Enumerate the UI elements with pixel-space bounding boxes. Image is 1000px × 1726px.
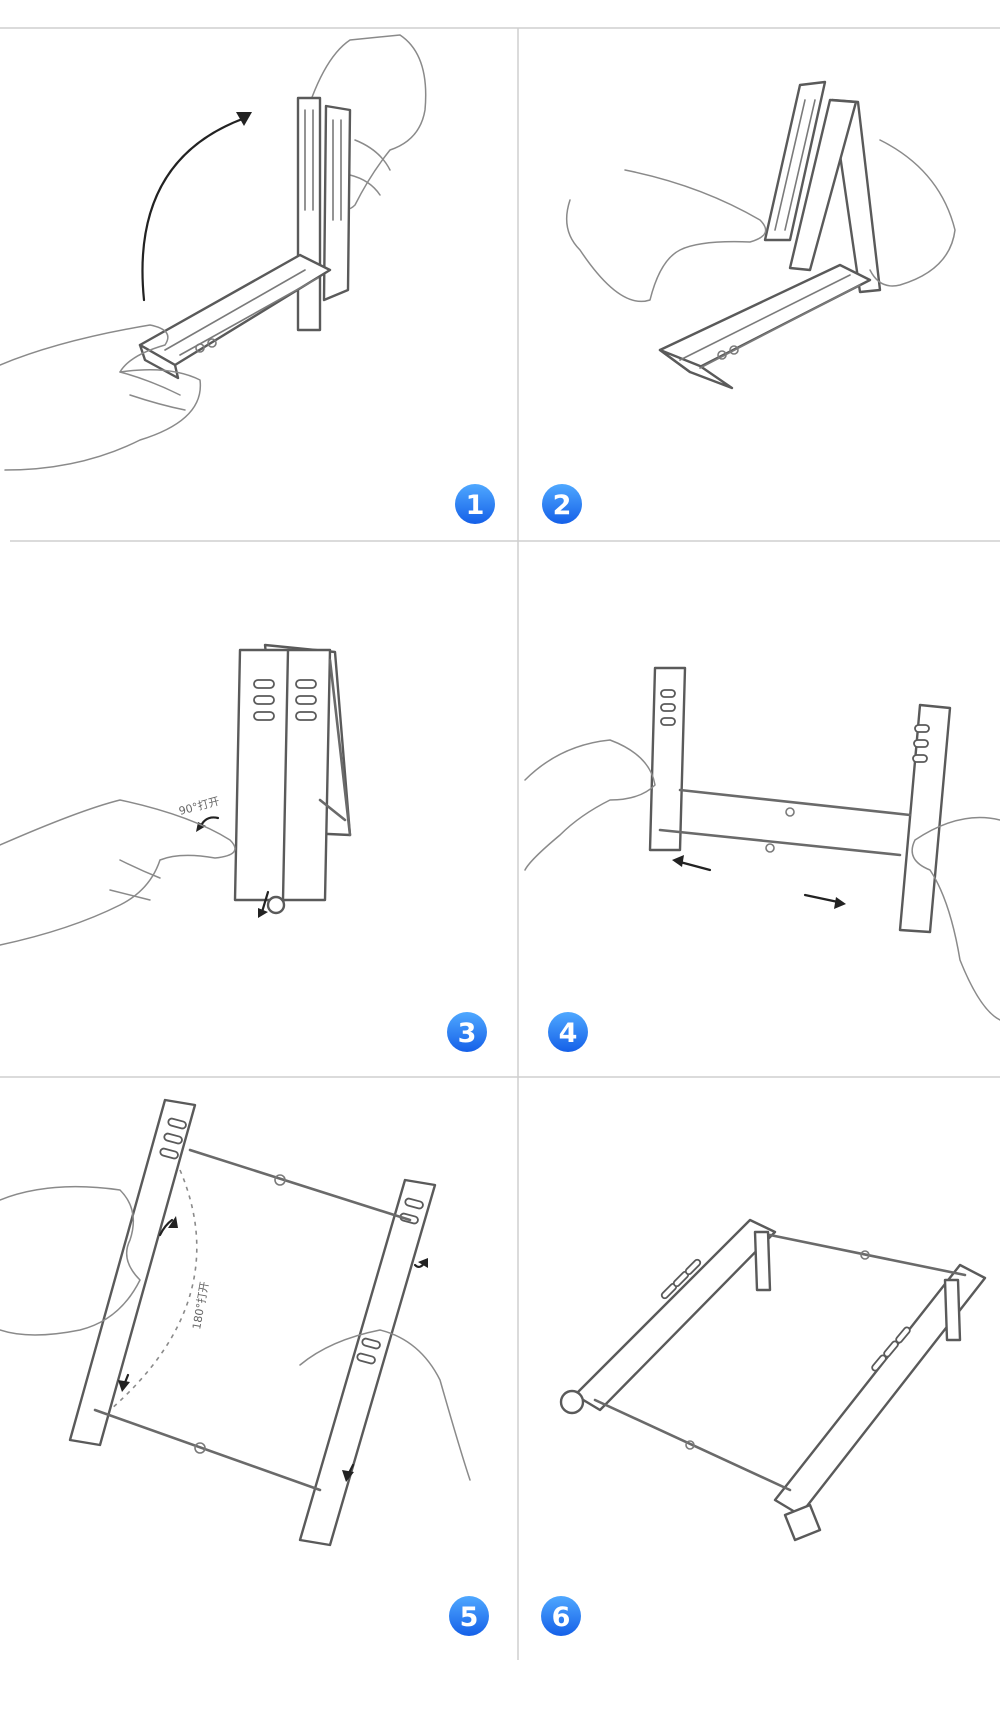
step-4-illustration: [524, 666, 1000, 1021]
stand-upright: [296, 96, 352, 332]
svg-text:3: 3: [458, 1018, 477, 1049]
step-badge-2: 2: [542, 484, 582, 524]
step-badge-3: 3: [447, 1012, 487, 1052]
step-badge-4: 4: [548, 1012, 588, 1052]
svg-text:2: 2: [553, 490, 572, 521]
step-5-illustration: [0, 1098, 471, 1547]
svg-text:6: 6: [552, 1602, 571, 1633]
step-2-illustration: [565, 80, 956, 390]
step-badge-5: 5: [449, 1596, 489, 1636]
step-badge-1: 1: [455, 484, 495, 524]
svg-text:1: 1: [466, 490, 485, 521]
grid-dividers: [0, 27, 1000, 1660]
svg-text:5: 5: [460, 1602, 479, 1633]
step-1-illustration: [0, 34, 427, 471]
svg-text:4: 4: [559, 1018, 578, 1049]
step-badge-6: 6: [541, 1596, 581, 1636]
rotation-90-label: 90°打开: [177, 794, 221, 818]
step-6-illustration: [559, 1218, 987, 1542]
step-3-illustration: [0, 643, 352, 946]
stand-base: [138, 253, 332, 380]
